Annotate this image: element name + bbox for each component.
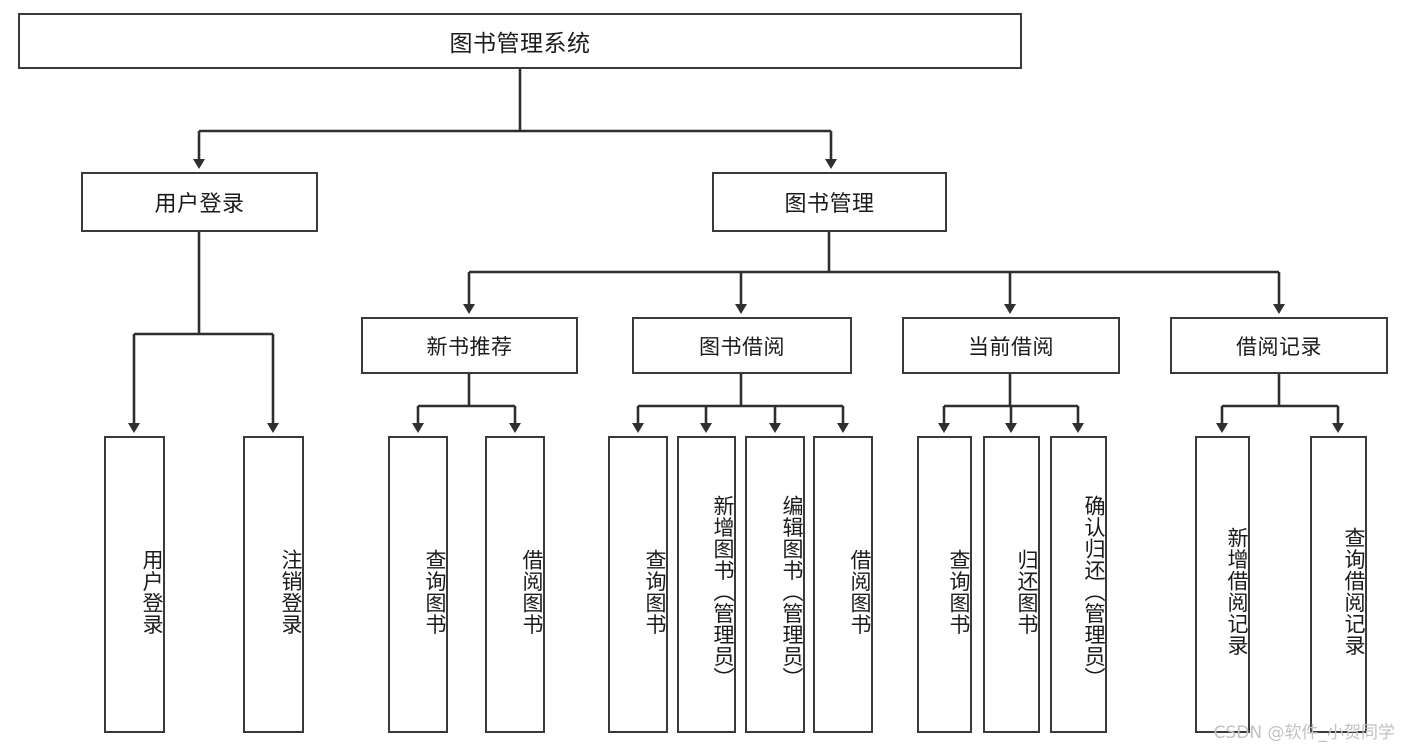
leaf-label: 归还图书	[1015, 548, 1039, 635]
leaf-label: 查询图书	[947, 548, 971, 635]
node-leaf-rec-borrow-book[interactable]: 借阅图书	[485, 436, 545, 733]
leaf-label: 注销登录	[279, 548, 303, 635]
leaf-label: 用户登录	[140, 548, 164, 635]
leaf-label: 查询图书	[643, 548, 667, 635]
leaf-label: 新增图书（管理员）	[711, 494, 735, 689]
node-leaf-bb-query-book[interactable]: 查询图书	[608, 436, 668, 733]
leaf-label: 借阅图书	[848, 548, 872, 635]
node-current-borrow[interactable]: 当前借阅	[902, 317, 1120, 374]
node-leaf-bb-edit-book[interactable]: 编辑图书（管理员）	[745, 436, 805, 733]
leaf-label: 借阅图书	[520, 548, 544, 635]
node-new-book-recommend[interactable]: 新书推荐	[361, 317, 578, 374]
node-leaf-rec-query-book[interactable]: 查询图书	[388, 436, 448, 733]
node-leaf-cb-confirm-return[interactable]: 确认归还（管理员）	[1050, 436, 1107, 733]
node-leaf-br-add-record[interactable]: 新增借阅记录	[1195, 436, 1250, 733]
node-leaf-cb-query-book[interactable]: 查询图书	[917, 436, 972, 733]
node-borrow-record[interactable]: 借阅记录	[1170, 317, 1388, 374]
node-book-manage[interactable]: 图书管理	[712, 172, 947, 232]
node-leaf-br-query-record[interactable]: 查询借阅记录	[1310, 436, 1367, 733]
leaf-label: 新增借阅记录	[1225, 527, 1249, 656]
node-leaf-cb-return-book[interactable]: 归还图书	[983, 436, 1040, 733]
node-root-system[interactable]: 图书管理系统	[18, 13, 1022, 69]
leaf-label: 编辑图书（管理员）	[780, 494, 804, 689]
leaf-label: 查询借阅记录	[1342, 527, 1366, 656]
leaf-label: 查询图书	[423, 548, 447, 635]
node-leaf-user-login[interactable]: 用户登录	[104, 436, 165, 733]
node-user-login[interactable]: 用户登录	[81, 172, 318, 232]
node-book-borrow[interactable]: 图书借阅	[632, 317, 852, 374]
node-leaf-bb-add-book[interactable]: 新增图书（管理员）	[677, 436, 736, 733]
node-leaf-bb-borrow-book[interactable]: 借阅图书	[813, 436, 873, 733]
node-leaf-user-logout[interactable]: 注销登录	[243, 436, 304, 733]
leaf-label: 确认归还（管理员）	[1082, 494, 1106, 689]
